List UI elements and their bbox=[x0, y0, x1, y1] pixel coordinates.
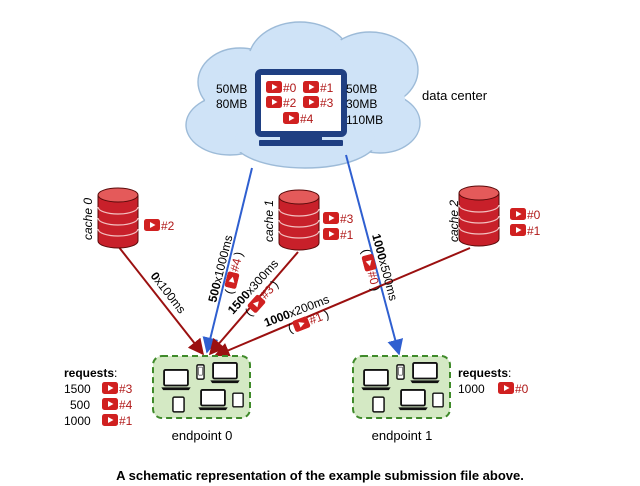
endpoint-1-requests: requests: 1000 #0 bbox=[458, 366, 529, 396]
svg-text:(: ( bbox=[222, 288, 237, 295]
video-icon bbox=[266, 81, 282, 93]
tablet-icon bbox=[172, 396, 185, 413]
video-icon bbox=[303, 96, 319, 108]
video-icon bbox=[144, 219, 160, 231]
tablet-icon bbox=[372, 396, 385, 413]
video-icon bbox=[102, 382, 118, 394]
link-label-cache2-endpoint0: 1000x200ms ( #1 ) bbox=[262, 292, 331, 336]
video-icon bbox=[102, 414, 118, 426]
svg-text:): ) bbox=[369, 285, 384, 292]
video-id: #2 bbox=[161, 219, 175, 233]
video-id: #4 bbox=[227, 256, 244, 273]
link-count: 1000 bbox=[369, 232, 390, 262]
video-id: #0 bbox=[365, 270, 382, 287]
video-id: #0 bbox=[527, 208, 541, 222]
dc-size-label: 50MB bbox=[216, 82, 247, 96]
video-icon bbox=[510, 224, 526, 236]
video-id: #2 bbox=[283, 96, 297, 110]
svg-text:): ) bbox=[231, 250, 246, 257]
video-icon bbox=[102, 398, 118, 410]
request-count: 1000 bbox=[458, 382, 485, 396]
cache-2-drum bbox=[458, 185, 500, 247]
video-icon bbox=[498, 382, 514, 394]
requests-title: requests bbox=[64, 366, 114, 380]
svg-text:requests:: requests: bbox=[458, 366, 511, 380]
endpoint-1-box bbox=[352, 355, 451, 419]
video-id: #4 bbox=[300, 112, 314, 126]
video-icon bbox=[323, 228, 339, 240]
video-icon bbox=[283, 112, 299, 124]
svg-text:): ) bbox=[322, 307, 331, 322]
figure-caption: A schematic representation of the exampl… bbox=[116, 468, 524, 483]
svg-text:requests:: requests: bbox=[64, 366, 117, 380]
cache-0-label: cache 0 bbox=[81, 198, 95, 240]
video-id: #1 bbox=[119, 414, 133, 428]
request-count: 1500 bbox=[64, 382, 91, 396]
endpoint-0-requests: requests: 1500 #3 500 #4 1000 #1 bbox=[64, 366, 133, 428]
dc-size-label: 110MB bbox=[346, 113, 383, 127]
svg-text:(: ( bbox=[286, 321, 295, 336]
link-cache0-endpoint0 bbox=[117, 245, 204, 356]
video-id: #3 bbox=[119, 382, 133, 396]
video-id: #3 bbox=[320, 96, 334, 110]
dc-size-label: 50MB bbox=[346, 82, 377, 96]
phone-icon bbox=[396, 364, 405, 380]
video-id: #0 bbox=[283, 81, 297, 95]
video-icon bbox=[266, 96, 282, 108]
video-icon bbox=[510, 208, 526, 220]
video-id: #1 bbox=[320, 81, 334, 95]
request-count: 500 bbox=[70, 398, 90, 412]
svg-text:(: ( bbox=[359, 247, 374, 254]
cache-1-drum bbox=[278, 189, 320, 251]
link-label-dc-endpoint1: 1000x500ms ( #0 ) bbox=[359, 232, 401, 302]
cache-1-label: cache 1 bbox=[262, 200, 276, 242]
dc-size-label: 30MB bbox=[346, 97, 377, 111]
video-icon bbox=[323, 212, 339, 224]
video-id: #4 bbox=[119, 398, 133, 412]
endpoint-0-box bbox=[152, 355, 251, 419]
tablet-icon bbox=[432, 392, 444, 408]
video-id: #1 bbox=[527, 224, 541, 238]
tablet-icon bbox=[232, 392, 244, 408]
request-count: 1000 bbox=[64, 414, 91, 428]
video-id: #1 bbox=[340, 228, 354, 242]
video-id: #3 bbox=[340, 212, 354, 226]
endpoint-1-label: endpoint 1 bbox=[372, 428, 433, 443]
dc-size-label: 80MB bbox=[216, 97, 247, 111]
link-cache2-endpoint0 bbox=[213, 247, 471, 358]
video-id: #1 bbox=[307, 309, 325, 327]
data-center-label: data center bbox=[422, 88, 488, 103]
endpoint-0-label: endpoint 0 bbox=[172, 428, 233, 443]
cache-0-drum bbox=[97, 187, 139, 249]
requests-title: requests bbox=[458, 366, 508, 380]
link-count: 500 bbox=[205, 281, 224, 304]
cache-2-label: cache 2 bbox=[447, 200, 461, 242]
link-dc-endpoint0 bbox=[202, 167, 253, 354]
video-id: #0 bbox=[515, 382, 529, 396]
video-icon bbox=[303, 81, 319, 93]
data-center-cloud bbox=[185, 21, 421, 169]
phone-icon bbox=[196, 364, 205, 380]
